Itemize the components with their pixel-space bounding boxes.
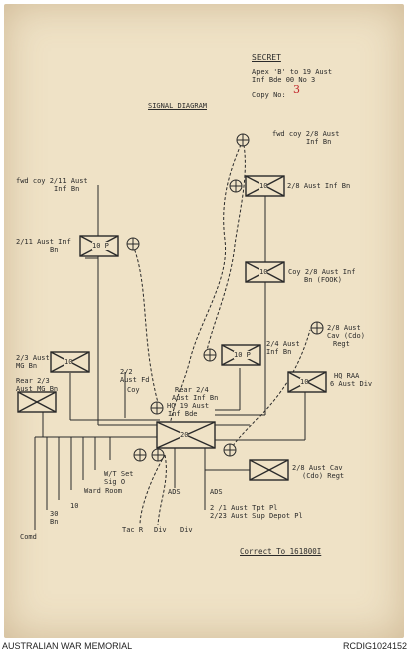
label-ads-1: ADS [168, 488, 181, 496]
label-coy-2-8-l1: Coy 2/8 Aust Inf [288, 268, 356, 276]
label-tac-r: Tac R [122, 526, 144, 534]
label-wt-set-l2: Sig O [104, 478, 126, 486]
label-wt-set-l1: W/T Set [104, 470, 134, 478]
copy-number-value: 3 [293, 83, 300, 96]
label-2-3-mg-l1: 2/3 Aust [16, 354, 50, 362]
label-bde-hq-l1: Rear 2/4 [175, 386, 209, 394]
footer-left-label: AUSTRALIAN WAR MEMORIAL [2, 641, 133, 651]
label-ads-2: ADS [210, 488, 223, 496]
label-2-8-inf-bn: 2/8 Aust Inf Bn [287, 182, 351, 190]
radio-2-11-bn [126, 237, 140, 251]
label-fwd-coy-2-11-l1: fwd coy 2/11 Aust [16, 177, 88, 185]
radio-2-8-cav-bottom [223, 443, 237, 457]
label-number-10: 10 [70, 502, 79, 510]
label-coy-2-8-l2: Bn (FOOK) [304, 276, 342, 284]
label-bde-hq-l2: Aust Inf Bn [172, 394, 219, 402]
box-number-coy-2-8: 10 [259, 268, 268, 276]
label-2-2-fd-coy-l1: 2/2 [120, 368, 133, 376]
copy-number-label: Copy No: [252, 91, 286, 99]
correct-to-line: Correct To 161800I [240, 547, 322, 556]
box-number-2-11-bn: 10 P [92, 242, 109, 250]
label-fwd-coy-2-8-l2: Inf Bn [306, 138, 332, 146]
radio-div-1 [133, 448, 147, 462]
classification-label: SECRET [252, 53, 281, 62]
label-2-8-cav-top-l3: Regt [333, 340, 350, 348]
box-2-8-cav-bottom [249, 459, 289, 481]
box-number-2-3-mg: 10 [64, 358, 73, 366]
radio-bde-hq [150, 401, 164, 415]
label-2-1-tpt-pl: 2 /1 Aust Tpt Pl [210, 504, 278, 512]
radio-fwd-2-8 [236, 133, 250, 147]
box-number-2-4-bn: 10 P [234, 351, 251, 359]
label-div-1: Div [154, 526, 167, 534]
box-rear-2-3-mg [17, 391, 57, 413]
appendix-line-2: Inf Bde 00 No 3 [252, 76, 316, 84]
label-2-8-cav-top-l2: Cav (Cdo) [327, 332, 365, 340]
label-2-4-inf-bn-l2: Inf Bn [266, 348, 292, 356]
label-2-4-inf-bn-l1: 2/4 Aust [266, 340, 300, 348]
label-2-11-inf-bn-l2: Bn [50, 246, 59, 254]
label-ward-room: Ward Room [84, 487, 122, 495]
label-hq-raa-l2: 6 Aust Div [330, 380, 373, 388]
label-fwd-coy-2-8-l1: fwd coy 2/8 Aust [272, 130, 340, 138]
page-title: SIGNAL DIAGRAM [148, 102, 208, 110]
radio-2-4-bn [203, 348, 217, 362]
box-number-bde-hq: 20 [180, 431, 189, 439]
box-number-2-8-bn: 10 [259, 182, 268, 190]
label-bde-hq-l4: Inf Bde [168, 410, 198, 418]
archive-footer: AUSTRALIAN WAR MEMORIAL RCDIG1024152 [0, 638, 409, 654]
footer-right-label: RCDIG1024152 [342, 641, 407, 651]
label-div-2: Div [180, 526, 193, 534]
label-bn: Bn [50, 518, 59, 526]
radio-2-8-cav [310, 321, 324, 335]
label-30: 30 [50, 510, 59, 518]
radio-div-2 [151, 448, 165, 462]
label-2-3-mg-l2: MG Bn [16, 362, 38, 370]
label-2-8-cav-bottom-l1: 2/8 Aust Cav [292, 464, 343, 472]
label-rear-2-3-l1: Rear 2/3 [16, 377, 50, 385]
label-2-2-fd-coy-l2: Aust Fd [120, 376, 150, 384]
radio-2-8-bn [229, 179, 243, 193]
label-2-8-cav-bottom-l2: (Cdo) Regt [302, 472, 345, 480]
label-hq-raa-l1: HQ RAA [334, 372, 360, 380]
label-2-23-sup-depot: 2/23 Aust Sup Depot Pl [210, 512, 303, 520]
label-2-8-cav-top-l1: 2/8 Aust [327, 324, 361, 332]
label-bde-hq-l3: HQ 19 Aust [167, 402, 210, 410]
appendix-line-1: Apex 'B' to 19 Aust [252, 68, 333, 76]
label-2-11-inf-bn-l1: 2/11 Aust Inf [16, 238, 71, 246]
label-comd: Comd [20, 533, 37, 541]
label-rear-2-3-l2: Aust MG Bn [16, 385, 59, 393]
label-2-2-fd-coy-l3: Coy [127, 386, 140, 394]
label-fwd-coy-2-11-l2: Inf Bn [54, 185, 80, 193]
box-number-hq-raa: 10 [300, 378, 309, 386]
